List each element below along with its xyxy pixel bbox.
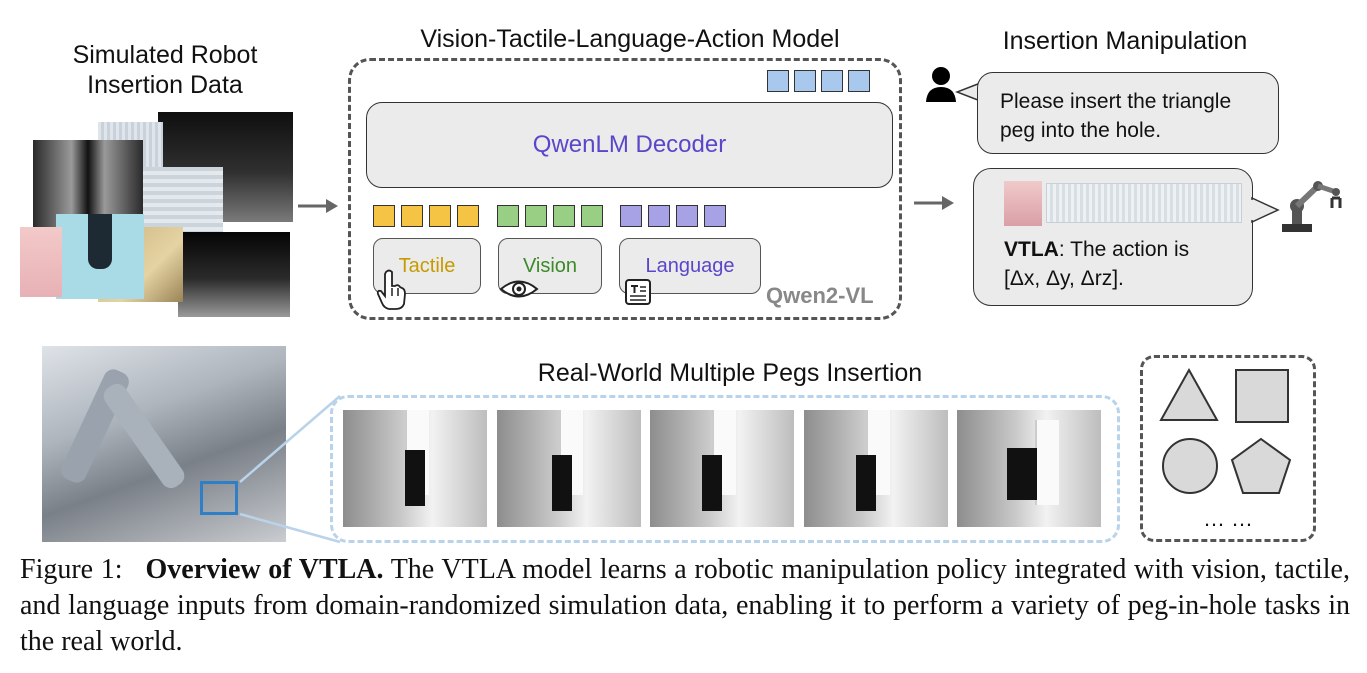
- peg: [702, 455, 722, 511]
- figure-caption: Figure 1: Overview of VTLA. The VTLA mod…: [20, 552, 1350, 660]
- response-line1: VTLA: The action is: [1004, 235, 1244, 264]
- insertion-frame-2: [497, 410, 641, 527]
- peg: [1007, 448, 1037, 500]
- sim-color-randomized-render: [56, 214, 144, 299]
- tactile-token: [429, 205, 451, 227]
- insertion-frame-1: [343, 410, 487, 527]
- language-token: [704, 205, 726, 227]
- peg: [856, 455, 876, 511]
- eye-icon: [499, 280, 539, 298]
- instruction-line1: Please insert the triangle: [1000, 90, 1232, 113]
- real-robot-photo: [42, 346, 286, 542]
- real-robot-forearm-shape: [99, 379, 189, 493]
- language-token: [648, 205, 670, 227]
- sim-image-collage: [18, 112, 293, 317]
- language-token: [620, 205, 642, 227]
- instruction-bubble: Please insert the triangle peg into the …: [977, 72, 1279, 154]
- square-peg-shape: [1235, 369, 1289, 423]
- response-bubble: VTLA: The action is [Δx, Δy, Δrz].: [973, 168, 1253, 306]
- caption-text: The VTLA model learns a robotic manipula…: [20, 554, 1350, 657]
- peg-shapes-container: [1140, 355, 1316, 542]
- output-token: [848, 70, 870, 92]
- output-token: [821, 70, 843, 92]
- instruction-line2: peg into the hole.: [1000, 119, 1162, 142]
- document-icon: [625, 279, 651, 305]
- real-robot-highlight-box: [200, 481, 238, 515]
- circle-peg-shape: [1162, 438, 1218, 494]
- response-text: VTLA: The action is [Δx, Δy, Δrz].: [1004, 235, 1244, 293]
- peg: [552, 455, 572, 511]
- response-model-name: VTLA: [1004, 238, 1059, 261]
- robot-arm-icon: [1282, 181, 1342, 232]
- arrow-sim-to-model: [298, 199, 338, 213]
- response-line1-text: : The action is: [1058, 238, 1190, 261]
- gripper-pad: [1035, 420, 1059, 505]
- response-line2: [Δx, Δy, Δrz].: [1004, 267, 1124, 290]
- insertion-frame-3: [650, 410, 794, 527]
- backbone-label: Qwen2-VL: [766, 283, 874, 308]
- sim-data-title-line2: Insertion Data: [87, 71, 243, 99]
- model-title: Vision-Tactile-Language-Action Model: [420, 25, 840, 53]
- more-shapes-ellipsis: … …: [1202, 506, 1254, 531]
- hand-pointer-icon: [376, 269, 406, 310]
- sim-data-title: Simulated Robot Insertion Data: [20, 40, 310, 100]
- arrow-model-to-action: [914, 196, 954, 210]
- language-label: Language: [645, 255, 735, 277]
- user-icon: [926, 67, 956, 102]
- tactile-label: Tactile: [398, 255, 456, 277]
- insertion-frame-5: [957, 410, 1101, 527]
- model-container: [348, 58, 902, 320]
- sim-render-robot-arm-2: [178, 232, 290, 317]
- vision-token: [497, 205, 519, 227]
- language-token: [676, 205, 698, 227]
- sim-data-title-line1: Simulated Robot: [72, 41, 258, 69]
- decoder-box: QwenLM Decoder: [366, 102, 893, 188]
- response-bubble-tail: [1250, 196, 1280, 224]
- insertion-frame-4: [804, 410, 948, 527]
- vision-token: [553, 205, 575, 227]
- output-token: [794, 70, 816, 92]
- tactile-token: [457, 205, 479, 227]
- sim-tactile-pink-image: [20, 227, 62, 297]
- tactile-token: [401, 205, 423, 227]
- real-world-title: Real-World Multiple Pegs Insertion: [537, 359, 923, 387]
- tactile-token: [373, 205, 395, 227]
- zoom-lines: [239, 395, 341, 544]
- caption-bold: Overview of VTLA.: [145, 554, 384, 585]
- triangle-peg-shape: [1159, 367, 1219, 421]
- tactile-observation-image: [1004, 181, 1042, 226]
- sim-peg-shape: [88, 214, 112, 269]
- vision-token: [581, 205, 603, 227]
- real-world-frames-container: [330, 395, 1120, 543]
- caption-prefix: Figure 1:: [20, 554, 123, 585]
- vision-token: [525, 205, 547, 227]
- decoder-label: QwenLM Decoder: [532, 131, 727, 158]
- pentagon-peg-shape: [1230, 437, 1292, 494]
- output-token: [767, 70, 789, 92]
- tactile-image-sequence: [1046, 183, 1242, 223]
- vision-label: Vision: [522, 255, 578, 277]
- peg: [405, 450, 425, 506]
- manipulation-title: Insertion Manipulation: [1002, 27, 1248, 55]
